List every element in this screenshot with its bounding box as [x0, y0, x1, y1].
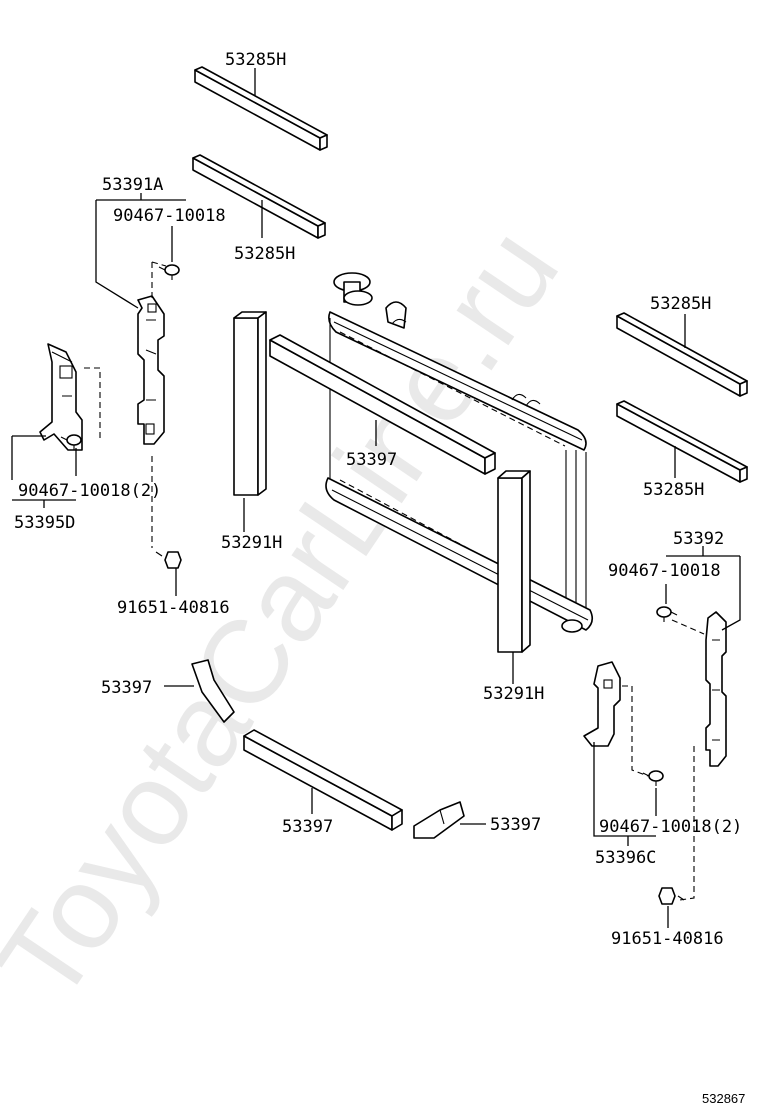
watermark-text: ToyotaCarLine.ru — [0, 206, 584, 1025]
label-90467-upper-right: 90467-10018 — [608, 561, 721, 581]
bolt-right — [658, 887, 685, 905]
diagram-code: 532867 — [702, 1091, 745, 1106]
label-91651-left: 91651-40816 — [117, 598, 230, 618]
label-53285H-right-1: 53285H — [650, 294, 711, 314]
bracket-53395D — [39, 343, 83, 451]
seal-strip-top-2 — [192, 154, 326, 239]
clip-lower-right — [642, 770, 664, 786]
label-53285H-top: 53285H — [225, 50, 286, 70]
label-90467-lower-left: 90467-10018(2) — [18, 481, 161, 501]
label-53285H-right-2: 53285H — [643, 480, 704, 500]
label-53397-right-angled: 53397 — [490, 815, 541, 835]
label-53291H-left: 53291H — [221, 533, 282, 553]
bracket-53391A — [137, 295, 165, 445]
seal-strip-right-2 — [616, 400, 748, 483]
label-91651-right: 91651-40816 — [611, 929, 724, 949]
label-53397-radiator: 53397 — [346, 450, 397, 470]
label-90467-lower-right: 90467-10018(2) — [599, 817, 742, 837]
seal-strip-right-1 — [616, 312, 748, 397]
label-53291H-right: 53291H — [483, 684, 544, 704]
label-53397-left-angled: 53397 — [101, 678, 152, 698]
seal-lower-left-angled — [191, 659, 235, 723]
label-53391A: 53391A — [102, 175, 163, 195]
label-53392: 53392 — [673, 529, 724, 549]
seal-vertical-left — [233, 311, 267, 496]
seal-vertical-right — [497, 470, 531, 653]
clip-upper-left — [158, 264, 180, 280]
label-53396C: 53396C — [595, 848, 656, 868]
bracket-53392 — [705, 611, 727, 767]
bracket-53396C — [583, 661, 621, 747]
seal-lower-right-angled — [413, 801, 465, 839]
clip-lower-left — [60, 434, 82, 450]
label-53395D: 53395D — [14, 513, 75, 533]
seal-radiator-horizontal — [269, 334, 496, 475]
seal-lower-horizontal — [243, 729, 403, 831]
clip-upper-right — [656, 606, 678, 622]
bolt-left — [155, 551, 182, 569]
label-53285H-mid: 53285H — [234, 244, 295, 264]
seal-strip-top-1 — [194, 66, 328, 151]
label-90467-upper-left: 90467-10018 — [113, 206, 226, 226]
label-53397-lower: 53397 — [282, 817, 333, 837]
